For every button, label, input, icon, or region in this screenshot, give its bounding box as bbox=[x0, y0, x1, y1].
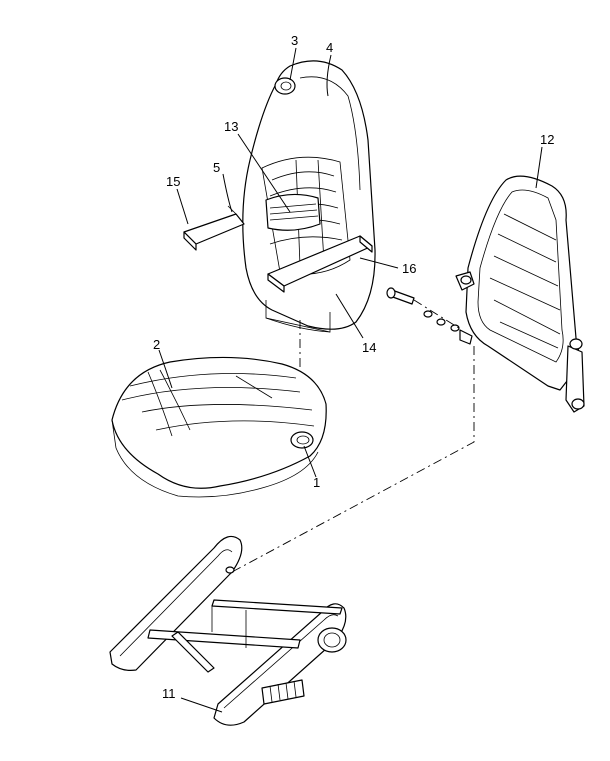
right-armrest bbox=[267, 235, 373, 293]
callout-15: 15 bbox=[166, 174, 180, 189]
left-armrest bbox=[183, 205, 245, 251]
back-frame bbox=[455, 175, 585, 413]
headrest-knob bbox=[274, 77, 296, 95]
callout-16: 16 bbox=[402, 261, 416, 276]
seat-adjuster-base bbox=[109, 535, 347, 726]
fastener-hardware bbox=[386, 287, 463, 332]
cushion-knob bbox=[290, 431, 314, 449]
assembly-lines bbox=[231, 320, 475, 573]
callout-2: 2 bbox=[153, 337, 160, 352]
callout-labels: 3 4 13 5 15 12 16 14 2 1 11 bbox=[153, 33, 554, 701]
seat-cushion bbox=[111, 356, 327, 498]
callout-3: 3 bbox=[291, 33, 298, 48]
callout-13: 13 bbox=[224, 119, 238, 134]
callout-11: 11 bbox=[162, 686, 176, 701]
callout-14: 14 bbox=[362, 340, 376, 355]
leader-lines bbox=[158, 47, 543, 713]
callout-5: 5 bbox=[213, 160, 220, 175]
callout-12: 12 bbox=[540, 132, 554, 147]
seat-back bbox=[242, 60, 376, 333]
callout-1: 1 bbox=[313, 475, 320, 490]
callout-4: 4 bbox=[326, 40, 333, 55]
lumbar-support bbox=[265, 193, 321, 231]
